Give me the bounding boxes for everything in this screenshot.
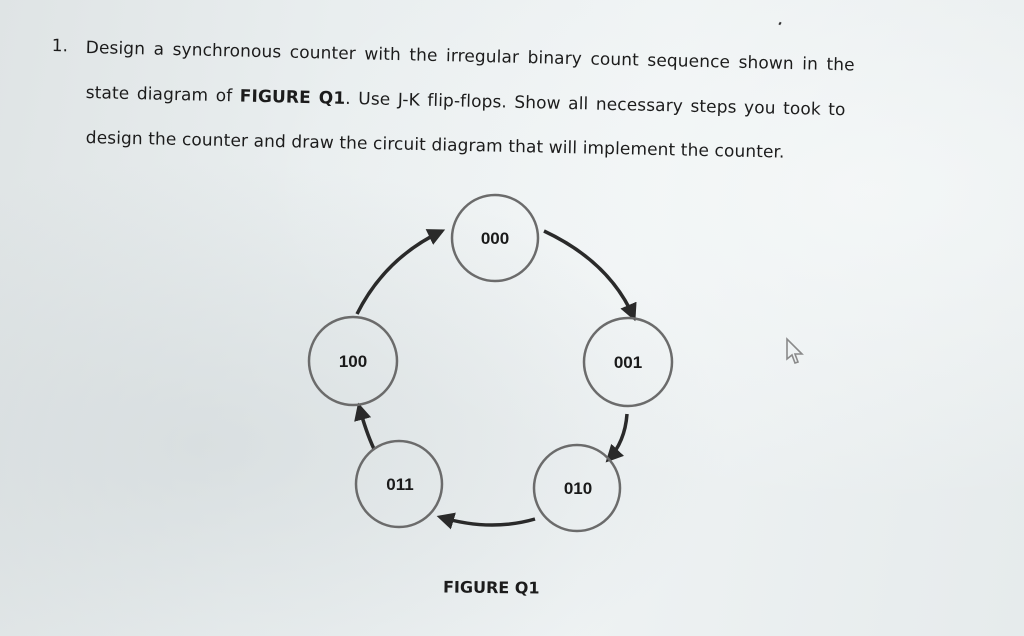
arrow-001-to-010 [605,413,629,463]
state-001-label: 001 [614,353,642,372]
state-011-label: 011 [386,475,413,494]
state-010-label: 010 [564,479,592,498]
arrow-000-to-001 [543,229,637,322]
state-100-label: 100 [339,352,367,371]
state-010: 010 [532,443,622,533]
state-100: 100 [307,315,399,407]
arrow-010-to-011 [436,512,536,530]
figure-caption: FIGURE Q1 [442,577,540,598]
state-000: 000 [450,193,540,283]
mouse-cursor-icon [786,337,804,365]
state-000-label: 000 [481,229,509,248]
state-001: 001 [582,316,674,408]
arrow-100-to-000 [355,229,446,315]
state-011: 011 [354,439,444,529]
arrow-011-to-100 [354,402,376,450]
